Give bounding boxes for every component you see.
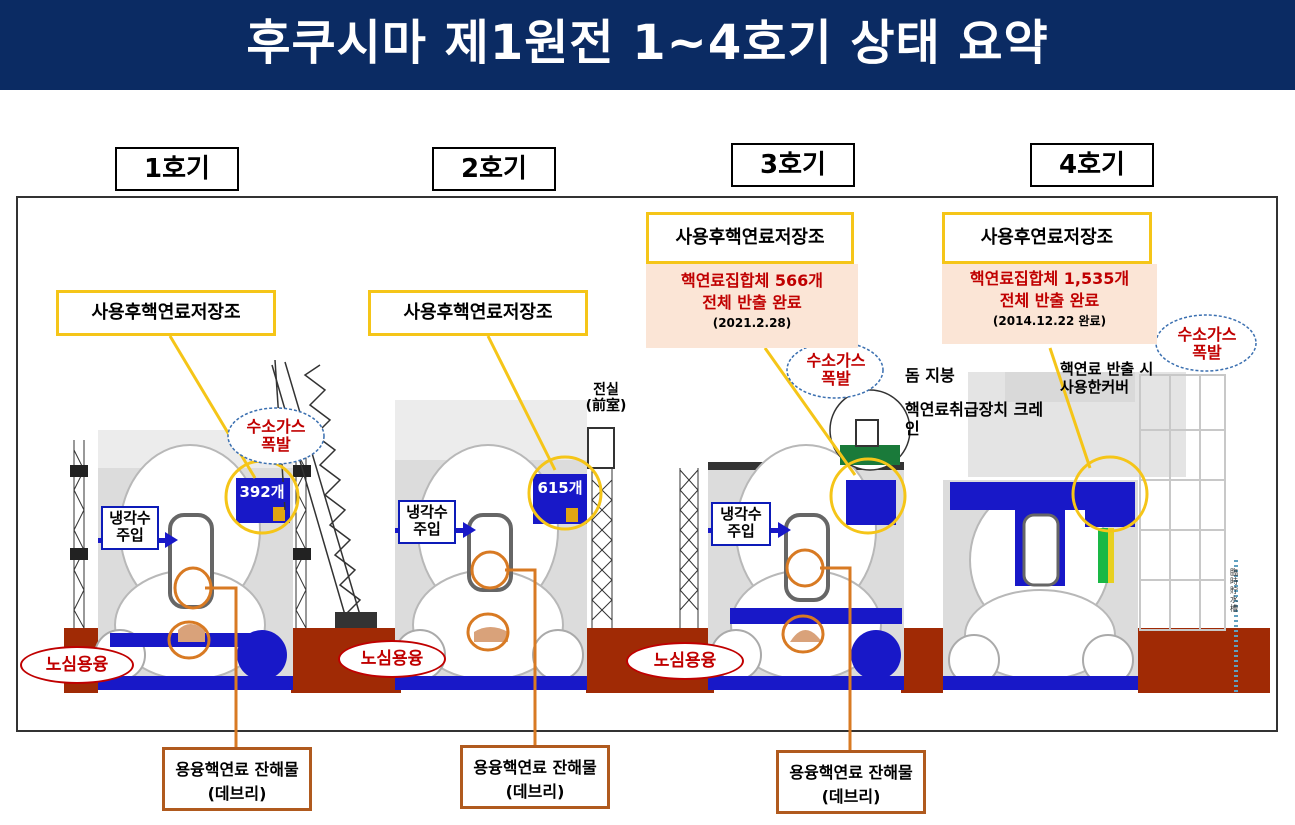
unit3-spent-pool <box>846 480 896 525</box>
unit2-pool-count: 615개 <box>535 478 585 498</box>
unit4-cover-label: 핵연료 반출 시 사용한커버 <box>1060 360 1154 396</box>
unit4-explosion-label: 수소가스 폭발 <box>1177 325 1237 362</box>
unit-3-label: 3호기 <box>731 143 855 187</box>
title-bar <box>0 0 1295 90</box>
unit4-status-date: (2014.12.22 완료) <box>992 314 1107 328</box>
unit2-pool-label: 사용후핵연료저장조 <box>368 290 588 336</box>
unit3-status-date: (2021.2.28) <box>712 316 792 330</box>
unit1-pool-label: 사용후핵연료저장조 <box>56 290 276 336</box>
unit4-status-line1: 핵연료집합체 1,535개 <box>969 269 1130 288</box>
unit3-status-box: 핵연료집합체 566개 전체 반출 완료 (2021.2.28) <box>646 264 858 348</box>
unit3-debris-box: 용융핵연료 잔해물(데브리) <box>776 750 926 814</box>
unit4-status-line2: 전체 반출 완료 <box>999 291 1100 310</box>
unit3-status-line2: 전체 반출 완료 <box>702 293 802 312</box>
unit4-spent-pool <box>1085 482 1135 527</box>
page-title: 후쿠시마 제1원전 1~4호기 상태 요약 <box>246 15 1049 71</box>
unit1-cooling-label: 냉각수 주입 <box>101 506 159 550</box>
unit3-crane-label: 핵연료취급장치 크레인 <box>905 400 1044 438</box>
unit2-meltdown-badge: 노심용융 <box>338 640 446 678</box>
unit1-pool-count: 392개 <box>238 482 286 502</box>
unit1-debris-box: 용융핵연료 잔해물(데브리) <box>162 747 312 811</box>
unit2-cooling-label: 냉각수 주입 <box>398 500 456 544</box>
unit4-status-box: 핵연료집합체 1,535개 전체 반출 완료 (2014.12.22 완료) <box>942 264 1157 344</box>
unit2-debris-box: 용융핵연료 잔해물(데브리) <box>460 745 610 809</box>
unit3-reactor-vessel <box>784 513 830 602</box>
unit3-explosion-label: 수소가스 폭발 <box>806 351 866 388</box>
unit-1-label: 1호기 <box>115 147 239 191</box>
unit3-pool-label: 사용후핵연료저장조 <box>646 212 854 264</box>
ground-slab <box>1138 628 1270 693</box>
unit-4-label: 4호기 <box>1030 143 1154 187</box>
unit4-explosion-cloud <box>1155 314 1257 372</box>
unit2-anteroom <box>587 427 615 469</box>
unit4-reactor-vessel <box>1022 513 1060 587</box>
unit1-meltdown-badge: 노심용융 <box>20 646 134 684</box>
unit3-dome-label: 돔 지붕 <box>905 366 955 385</box>
unit-2-label: 2호기 <box>432 147 556 191</box>
unit1-explosion-cloud <box>227 407 325 465</box>
ground-slab <box>901 628 943 693</box>
unit2-anteroom-label: 전실 (前室) <box>585 382 627 414</box>
unit1-explosion-label: 수소가스 폭발 <box>246 417 306 454</box>
unit3-status-line1: 핵연료집합체 566개 <box>680 271 823 290</box>
unit4-tank-label: 臨時貯水槽 <box>1230 568 1238 613</box>
unit4-pool-label: 사용후연료저장조 <box>942 212 1152 264</box>
unit3-meltdown-badge: 노심용융 <box>626 642 744 680</box>
unit3-cooling-label: 냉각수 주입 <box>711 502 771 546</box>
